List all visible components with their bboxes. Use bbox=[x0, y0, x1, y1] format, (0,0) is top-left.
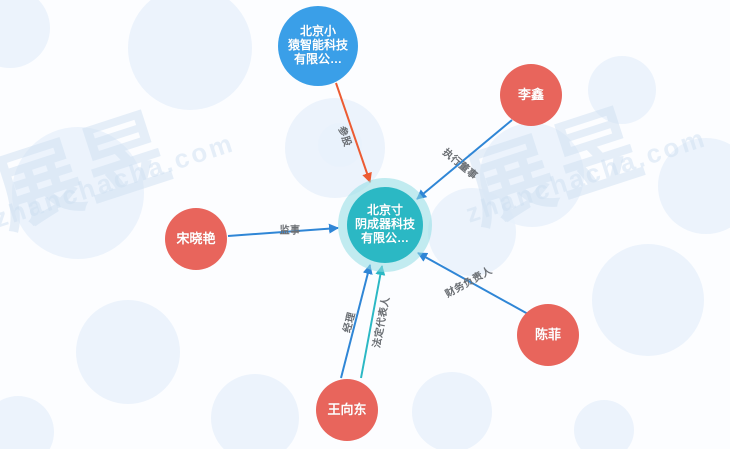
node-label-center: 北京寸 阴成器科技 有限公… bbox=[354, 203, 415, 245]
node-person-wangxiangdong[interactable] bbox=[316, 379, 378, 441]
node-company-top[interactable] bbox=[278, 6, 358, 86]
node-label-person-wangxiangdong: 王向东 bbox=[327, 402, 367, 418]
edge-label-edge-zhixingdongshi: 执行董事 bbox=[440, 146, 480, 183]
bg-circle bbox=[588, 56, 656, 124]
bg-circle bbox=[128, 0, 252, 110]
edges-group bbox=[227, 82, 529, 379]
bg-circle bbox=[0, 0, 50, 68]
node-label-person-chenfei: 陈菲 bbox=[534, 327, 561, 343]
bg-circle bbox=[592, 244, 704, 356]
nodes-group bbox=[165, 6, 579, 441]
bg-circle bbox=[412, 372, 492, 449]
edge-edge-jingli[interactable] bbox=[340, 264, 373, 379]
bg-circle bbox=[12, 127, 144, 259]
bg-circle bbox=[658, 138, 730, 234]
bg-circle bbox=[428, 188, 516, 276]
bg-circle bbox=[480, 123, 584, 227]
bg-circle bbox=[211, 374, 299, 449]
bg-circle bbox=[76, 300, 180, 404]
edge-label-edge-fadingdaibiaoren: 法定代表人 bbox=[371, 295, 393, 349]
bg-circle bbox=[0, 396, 54, 449]
edge-edge-jianshi[interactable] bbox=[227, 223, 339, 237]
node-person-chenfei[interactable] bbox=[517, 304, 579, 366]
node-person-lixin[interactable] bbox=[500, 64, 562, 126]
edge-label-edge-jingli: 经理 bbox=[341, 311, 358, 334]
node-center[interactable] bbox=[347, 187, 423, 263]
edge-edge-caiwufuzeren[interactable] bbox=[417, 252, 529, 315]
node-label-person-lixin: 李鑫 bbox=[517, 87, 544, 103]
edge-edge-zhixingdongshi[interactable] bbox=[416, 119, 513, 200]
bg-circle bbox=[318, 123, 362, 167]
edge-label-edge-caiwufuzeren: 财务负责人 bbox=[443, 265, 495, 301]
node-person-songxiaoyan[interactable] bbox=[165, 208, 227, 270]
edge-edge-fadingdaibiaoren[interactable] bbox=[360, 265, 386, 379]
bg-circle bbox=[574, 400, 634, 449]
node-label-company-top: 北京小 猿智能科技 有限公… bbox=[287, 24, 348, 66]
edge-label-edge-canggu: 参股 bbox=[335, 125, 353, 149]
node-label-person-songxiaoyan: 宋晓艳 bbox=[176, 231, 216, 247]
edge-label-edge-jianshi: 监事 bbox=[279, 225, 301, 237]
edge-edge-canggu[interactable] bbox=[335, 82, 372, 183]
